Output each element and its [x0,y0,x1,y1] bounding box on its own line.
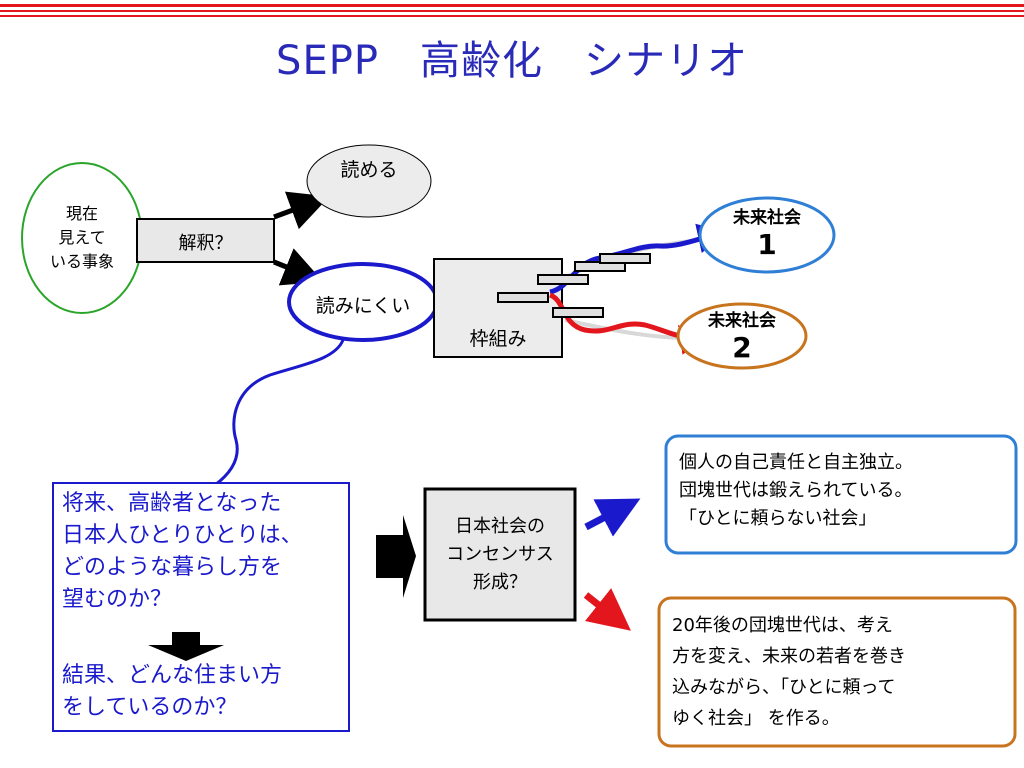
big-right-arrow [376,515,416,598]
interpret-label: 解釈？ [178,233,233,254]
scenario-2-box [657,596,1017,748]
future-1-number: 1 [757,228,777,261]
current-events-label: 現在 見えて いる事象 [49,204,114,271]
step-bar-5 [552,307,604,318]
future-1-ellipse [698,196,836,274]
page-title: SEPP 高齢化 シナリオ [276,38,748,84]
arrow-to-scenario-2 [583,588,631,631]
arrow-to-readable [273,191,330,230]
header-stripe-1 [0,4,1024,7]
future-2-number: 2 [732,331,752,364]
path-to-question [214,339,345,487]
step-bar-4 [599,253,651,264]
future-2-ellipse [676,302,808,370]
future-2-label: 未来社会 [708,311,776,331]
scenario-1-box [664,434,1018,555]
hard-to-read-label: 読みにくい [315,295,411,317]
scenario-2-text: 20年後の団塊世代は、考え 方を変え、未来の若者を巻き 込みながら、「ひとに頼っ… [672,615,906,729]
step-bar-2 [537,274,589,285]
readable-ellipse [306,144,432,218]
readable-label: 読める [340,159,398,181]
interpret-box [136,218,275,263]
scenario-1-text: 個人の自己責任と自主独立。 団塊世代は鍛えられている。 「ひとに頼らない社会」 [679,452,913,529]
arrow-to-scenario-1 [584,498,641,537]
consensus-box [423,487,577,622]
result-text: 結果、どんな住まい方 をしているのか？ [62,663,283,720]
question-text: 将来、高齢者となった 日本人ひとりひとりは、 どのような暮らし方を 望むのか？ [62,491,303,612]
framework-label: 枠組み [469,328,527,350]
consensus-label: 日本社会の コンセンサス 形成？ [446,516,554,593]
down-arrow [148,632,224,661]
header-stripe-2 [0,10,1024,12]
future-1-label: 未来社会 [733,208,801,228]
step-bar-1 [497,292,549,303]
question-box [52,482,350,732]
header-stripe-3 [0,15,1024,17]
